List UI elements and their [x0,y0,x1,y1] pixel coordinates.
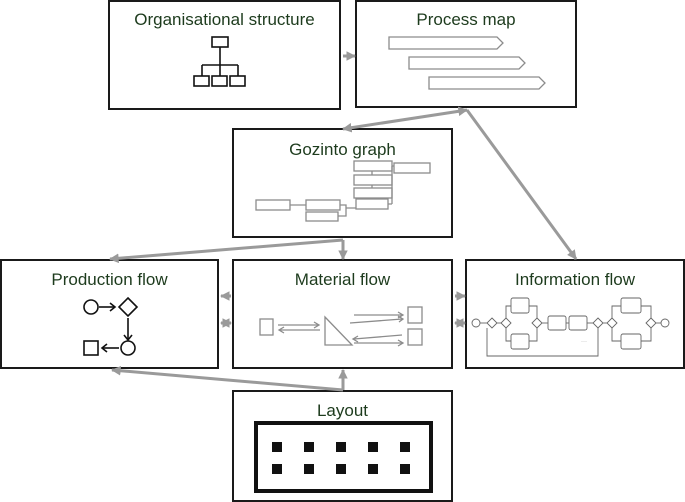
material-flow-sketch [259,306,423,347]
gozinto-sketch [255,160,431,222]
gozinto-graph-box: Gozinto graph [232,128,453,238]
arrow-gozinto-production [109,238,344,264]
layout-box: Layout [232,390,453,502]
arrow-layout-production [111,365,344,392]
svg-text:……: …… [581,339,587,343]
production-flow-sketch [83,296,139,356]
arrow-process-gozinto [342,106,468,133]
information-flow-box: Information flow [465,259,685,369]
layout-title: Layout [316,401,369,420]
material-flow-box: Material flow [232,259,453,369]
organisational-structure-box: Organisational structure [108,0,341,110]
organisational-structure-title: Organisational structure [134,10,315,29]
production-flow-title: Production flow [51,270,168,289]
production-flow-box: Production flow [0,259,219,369]
information-flow-title: Information flow [515,270,635,289]
bpmn-sketch: …… [471,297,670,357]
gozinto-graph-title: Gozinto graph [289,140,396,159]
layout-floor-plan [254,421,433,493]
material-flow-title: Material flow [294,270,391,289]
org-chart-icon [193,36,246,87]
process-map-sketch [388,36,546,90]
process-map-title: Process map [416,10,516,29]
arrow-process-information [465,109,578,260]
